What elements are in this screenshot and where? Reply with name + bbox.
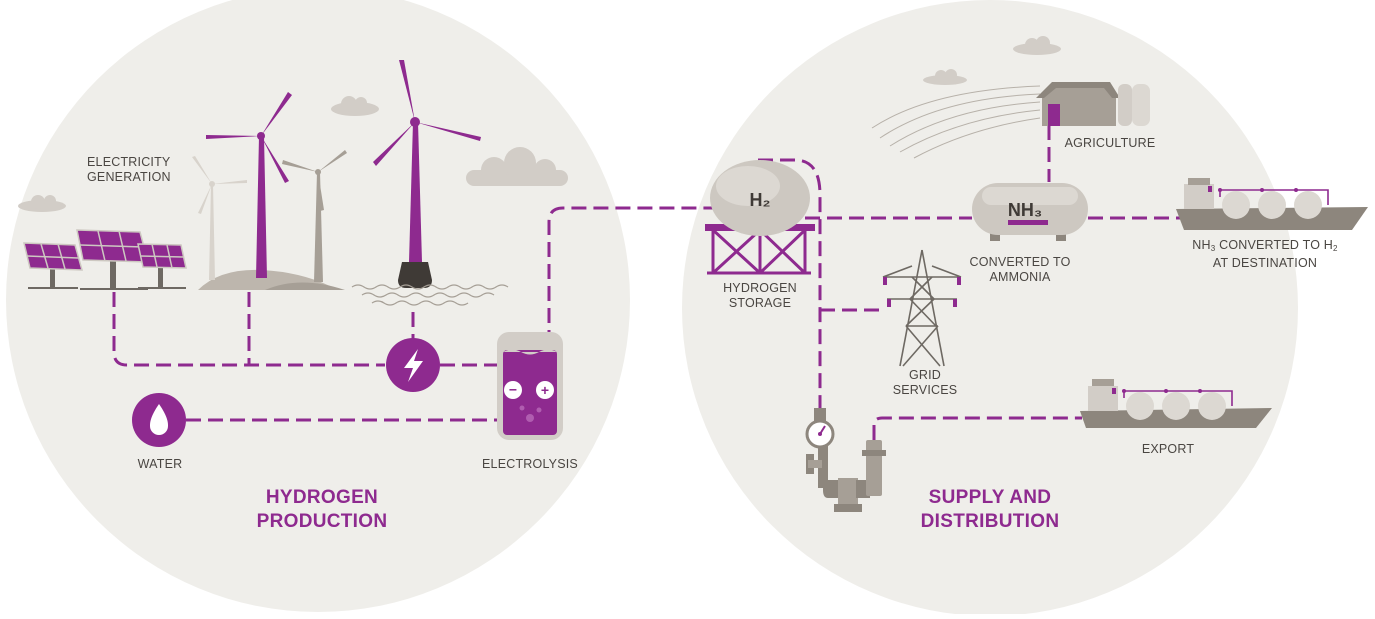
cloud-icon [466,147,568,186]
title-line: DISTRIBUTION [920,511,1060,532]
label-line: CONVERTED TO [969,255,1071,269]
label-line: NH3 CONVERTED TO H2 [1180,238,1350,256]
nh3-tank-label: NH₃ [1008,200,1042,220]
wind-turbine-icon [282,150,347,282]
title-line: PRODUCTION [256,511,388,532]
label-line: SERVICES [892,383,958,397]
label-line: AMMONIA [989,270,1051,284]
cloud-icon [1013,36,1061,55]
title-line: HYDROGEN [265,487,379,508]
distribution-connectors [758,125,1180,440]
nh3-destination-label: NH3 CONVERTED TO H2 AT DESTINATION [1180,238,1350,271]
solar-panel-icon [23,242,83,289]
insulators [883,277,961,307]
distribution-circle [682,0,1298,616]
label-line: GRID [908,368,942,382]
water-drop-icon [132,393,186,447]
label-line: ELECTRICITY [87,155,171,169]
distribution-title: SUPPLY AND DISTRIBUTION [890,486,1090,534]
text-part: NH [1192,238,1211,252]
export-label: EXPORT [1141,442,1195,456]
production-circle [6,0,630,612]
text-part: CONVERTED TO H [1215,238,1334,252]
solar-panel-icon [137,243,187,289]
wind-turbine-icon [192,156,247,280]
h2-tank-label: H₂ [750,190,771,210]
ammonia-label: CONVERTED TO AMMONIA [960,255,1080,285]
hill [265,282,345,290]
subscript: 2 [1333,244,1338,253]
agriculture-label: AGRICULTURE [1064,136,1156,150]
waves [351,284,509,306]
cloud-icon [331,96,379,116]
pylon-icon [882,249,962,367]
water-label: WATER [137,457,183,471]
grid-services-label: GRID SERVICES [880,368,970,398]
ship-icon [1080,379,1272,428]
lightning-bolt-icon [386,338,440,392]
hydrogen-tank-icon [705,160,815,275]
field-lines [871,85,1041,159]
minus-sign: − [509,382,517,398]
ship-icon [1176,178,1368,230]
barn-icon [1036,82,1120,126]
ammonia-tank-icon [972,183,1088,241]
production-title: HYDROGEN PRODUCTION [222,486,422,534]
subscript: 3 [1210,244,1216,253]
electrolysis-label: ELECTROLYSIS [482,457,578,471]
wind-turbine-icon [206,92,292,278]
label-line: HYDROGEN [723,281,797,295]
electrolyzer-icon [497,332,563,440]
electricity-generation-label: ELECTRICITY GENERATION [87,155,197,185]
label-line: GENERATION [87,170,171,184]
label-line: STORAGE [728,296,792,310]
wind-turbine-icon [373,60,481,288]
title-line: SUPPLY AND [928,487,1052,508]
plus-sign: + [541,382,549,398]
cloud-icon [18,195,66,212]
hydrogen-storage-label: HYDROGEN STORAGE [700,281,820,311]
energy-connectors [112,206,713,422]
silo-icon [1118,84,1150,126]
label-line: AT DESTINATION [1212,256,1318,270]
pressure-gauge-icon [805,419,835,449]
cloud-icon [923,69,967,85]
